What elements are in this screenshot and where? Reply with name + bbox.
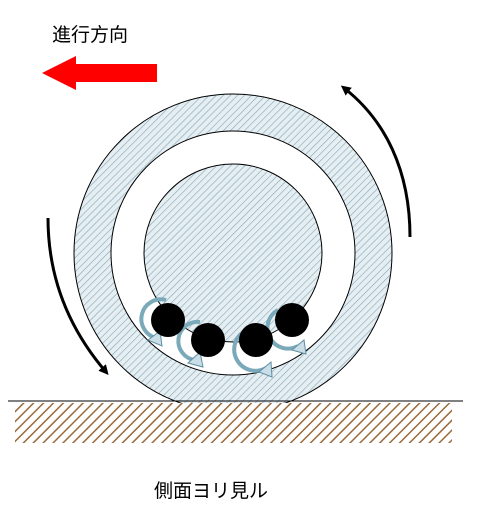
direction-arrow <box>42 56 157 90</box>
ball-rotation-arrows <box>139 297 299 373</box>
inner-ring <box>143 163 323 343</box>
caption: 側面ヨリ見ル <box>154 480 269 502</box>
ball <box>239 323 273 357</box>
ground-hatch <box>15 403 452 443</box>
ball <box>151 303 185 337</box>
direction-label: 進行方向 <box>52 24 129 46</box>
ball <box>275 303 309 337</box>
rotation-arrow-left <box>46 217 109 376</box>
rotation-arrow-right <box>340 85 412 238</box>
ball <box>191 323 225 357</box>
